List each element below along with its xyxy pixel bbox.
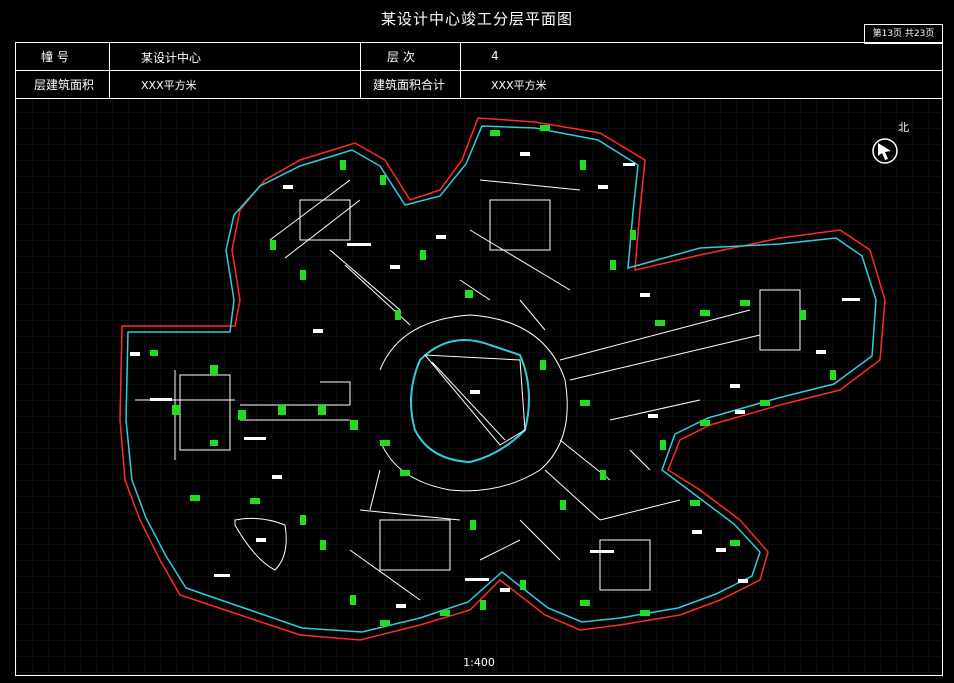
- drawing-frame: [15, 42, 943, 676]
- floor-area-value: XXX平方米: [141, 79, 197, 92]
- atrium: [410, 339, 530, 464]
- info-table: 幢 号 某设计中心 层 次 4 层建筑面积 XXX平方米 建筑面积合计 XXX平…: [15, 42, 942, 99]
- floor-label: 层 次: [387, 50, 415, 64]
- floor-area-label: 层建筑面积: [34, 78, 95, 92]
- atrium-void: [423, 354, 526, 446]
- north-label: 北: [898, 121, 909, 134]
- page-number: 第13页 共23页: [864, 24, 943, 44]
- table-divider: [460, 42, 461, 98]
- glass-wall: [125, 125, 877, 633]
- circulation-ring: [379, 314, 568, 492]
- outer-wall: [119, 117, 886, 641]
- drawing-title: 某设计中心竣工分层平面图: [380, 10, 573, 28]
- scale-label: 1:400: [463, 656, 495, 669]
- table-divider: [15, 70, 942, 71]
- total-area-label: 建筑面积合计: [373, 78, 446, 92]
- floor-value: 4: [491, 49, 499, 63]
- table-divider: [109, 42, 110, 98]
- columns: [150, 125, 836, 626]
- total-area-value: XXX平方米: [491, 79, 547, 92]
- north-arrow-icon: [872, 138, 898, 164]
- building-value: 某设计中心: [141, 51, 202, 65]
- building-label: 幢 号: [41, 50, 69, 64]
- table-divider: [15, 98, 942, 99]
- background-grid: [16, 99, 941, 673]
- room-labels: [130, 152, 860, 608]
- table-divider: [360, 42, 361, 98]
